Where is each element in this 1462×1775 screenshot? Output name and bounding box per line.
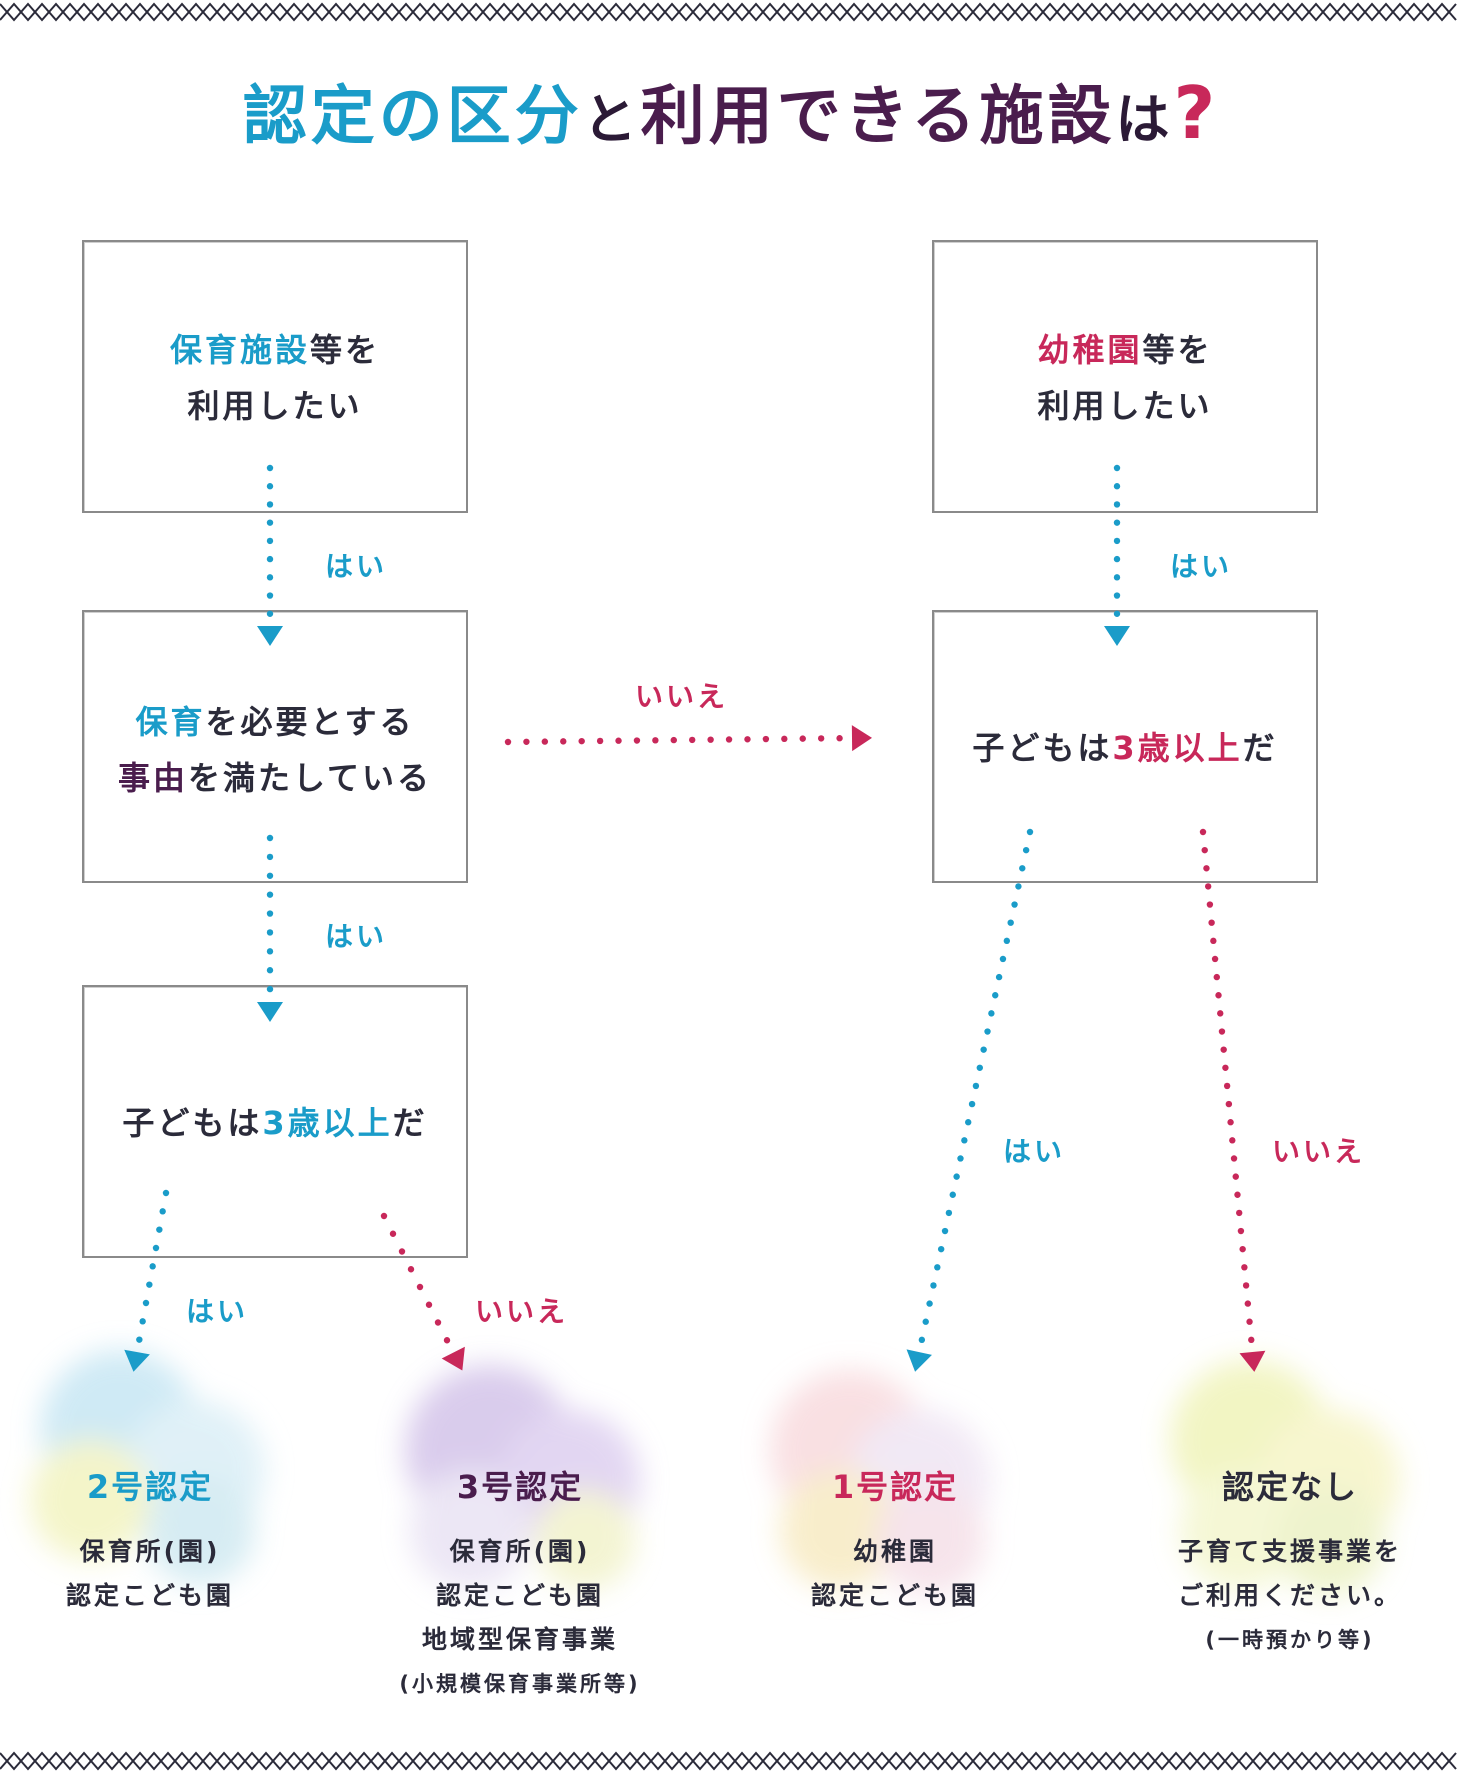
result-3go-line4: (小規模保育事業所等) [399,1672,641,1696]
label-no-2: いいえ [1272,1135,1366,1168]
hoiku-shisetsu-highlight: 保育施設 [169,331,310,369]
result-2go-line1: 保育所(園) [79,1537,221,1566]
bottom-zigzag-border [0,1751,1457,1771]
result-3go-line3: 地域型保育事業 [421,1625,618,1654]
label-no-3: いいえ [475,1295,569,1328]
result-1go-desc: 幼稚園 認定こども園 [765,1530,1025,1618]
age-right-highlight: 3歳以上 [1112,729,1243,767]
box-yochien-line2: 利用したい [1037,387,1213,425]
result-1go-line2: 認定こども園 [810,1581,979,1610]
box-age-right-text: 子どもは3歳以上だ [934,720,1316,776]
age-left-highlight: 3歳以上 [262,1104,393,1142]
box-hoiku-line1: 保育施設等を [84,322,466,378]
box-need-line2: 事由を満たしている [84,750,466,806]
result-1go-line1: 幼稚園 [852,1537,937,1566]
box-yochien-line1: 幼稚園等を [934,322,1316,378]
arrow-need-to-age-right [504,725,872,752]
box-need-line1: 保育を必要とする [84,694,466,750]
label-yes-1: はい [325,550,388,583]
blob-2go [30,1350,265,1585]
label-yes-2: はい [1170,550,1233,583]
result-none-title: 認定なし [1221,1468,1358,1506]
need-line1-rest: を必要とする [205,703,415,741]
label-yes-3: はい [325,920,388,953]
hoiku-line1-rest: 等を [310,331,381,369]
yochien-highlight: 幼稚園 [1037,331,1143,369]
result-1go-title: 1号認定 [831,1468,959,1506]
blob-nashi [1170,1360,1400,1595]
arrow-hoiku-to-need-head [257,626,283,646]
label-yes-4: はい [1003,1135,1066,1168]
arrow-age-left-no-head [441,1346,465,1371]
arrow-age-left-no [380,1212,465,1371]
title-part-wa: は [1115,88,1174,151]
age-left-pre: 子どもは [122,1104,263,1142]
arrow-age-right-yes [906,828,1034,1372]
result-3go-line1: 保育所(園) [449,1537,591,1566]
page-title: 認定の区分と利用できる施設は? [0,70,1462,156]
arrow-age-right-yes-head [906,1349,932,1372]
result-3go-desc: 保育所(園) 認定こども園 地域型保育事業 (小規模保育事業所等) [370,1530,670,1706]
arrow-age-left-yes [124,1189,170,1372]
arrow-yochien-to-age-head [1104,626,1130,646]
yochien-line1-rest: 等を [1142,331,1213,369]
blob-3go [405,1365,640,1590]
box-age-left: 子どもは3歳以上だ [82,985,468,1258]
result-none-line3: (一時預かり等) [1205,1628,1375,1652]
box-yochien: 幼稚園等を 利用したい [932,240,1318,513]
arrow-yochien-to-age [1104,464,1130,646]
need-hoiku-highlight: 保育 [135,703,206,741]
arrow-age-right-no-head [1239,1350,1266,1372]
box-hoiku-line2: 利用したい [187,387,363,425]
arrow-need-to-age-right-head [851,725,872,752]
result-2go-desc: 保育所(園) 認定こども園 [20,1530,280,1618]
title-part-shisetsu: 利用できる施設 [640,80,1116,154]
need-line2-rest: を満たしている [187,759,433,797]
age-right-pre: 子どもは [972,729,1113,767]
result-3go-title: 3号認定 [456,1468,584,1506]
label-no-1: いいえ [635,680,729,713]
result-none-line2: ご利用ください。 [1177,1581,1402,1610]
arrow-age-left-yes-head [124,1349,150,1372]
arrow-need-to-age-left-head [257,1002,283,1022]
top-zigzag-border [0,2,1457,22]
age-right-post: だ [1242,729,1278,767]
blob-1go [770,1370,990,1595]
arrow-hoiku-to-need [257,464,283,646]
title-question-mark: ? [1173,71,1220,155]
box-hoiku-need: 保育を必要とする 事由を満たしている [82,610,468,883]
result-none-line1: 子育て支援事業を [1177,1537,1402,1566]
result-none-desc: 子育て支援事業を ご利用ください。 (一時預かり等) [1130,1530,1450,1662]
need-jiyu-highlight: 事由 [117,759,188,797]
result-2go-line2: 認定こども園 [65,1581,234,1610]
title-part-kubun: 認定の区分 [242,80,583,154]
age-left-post: だ [392,1104,428,1142]
result-2go-title: 2号認定 [86,1468,214,1506]
box-age-left-text: 子どもは3歳以上だ [84,1095,466,1151]
box-hoiku-shisetsu: 保育施設等を 利用したい [82,240,468,513]
result-3go-line2: 認定こども園 [435,1581,604,1610]
arrow-age-right-no [1199,828,1266,1372]
box-age-right: 子どもは3歳以上だ [932,610,1318,883]
title-part-to: と [582,88,641,151]
label-yes-5: はい [186,1295,249,1328]
arrow-need-to-age-left [257,834,283,1022]
